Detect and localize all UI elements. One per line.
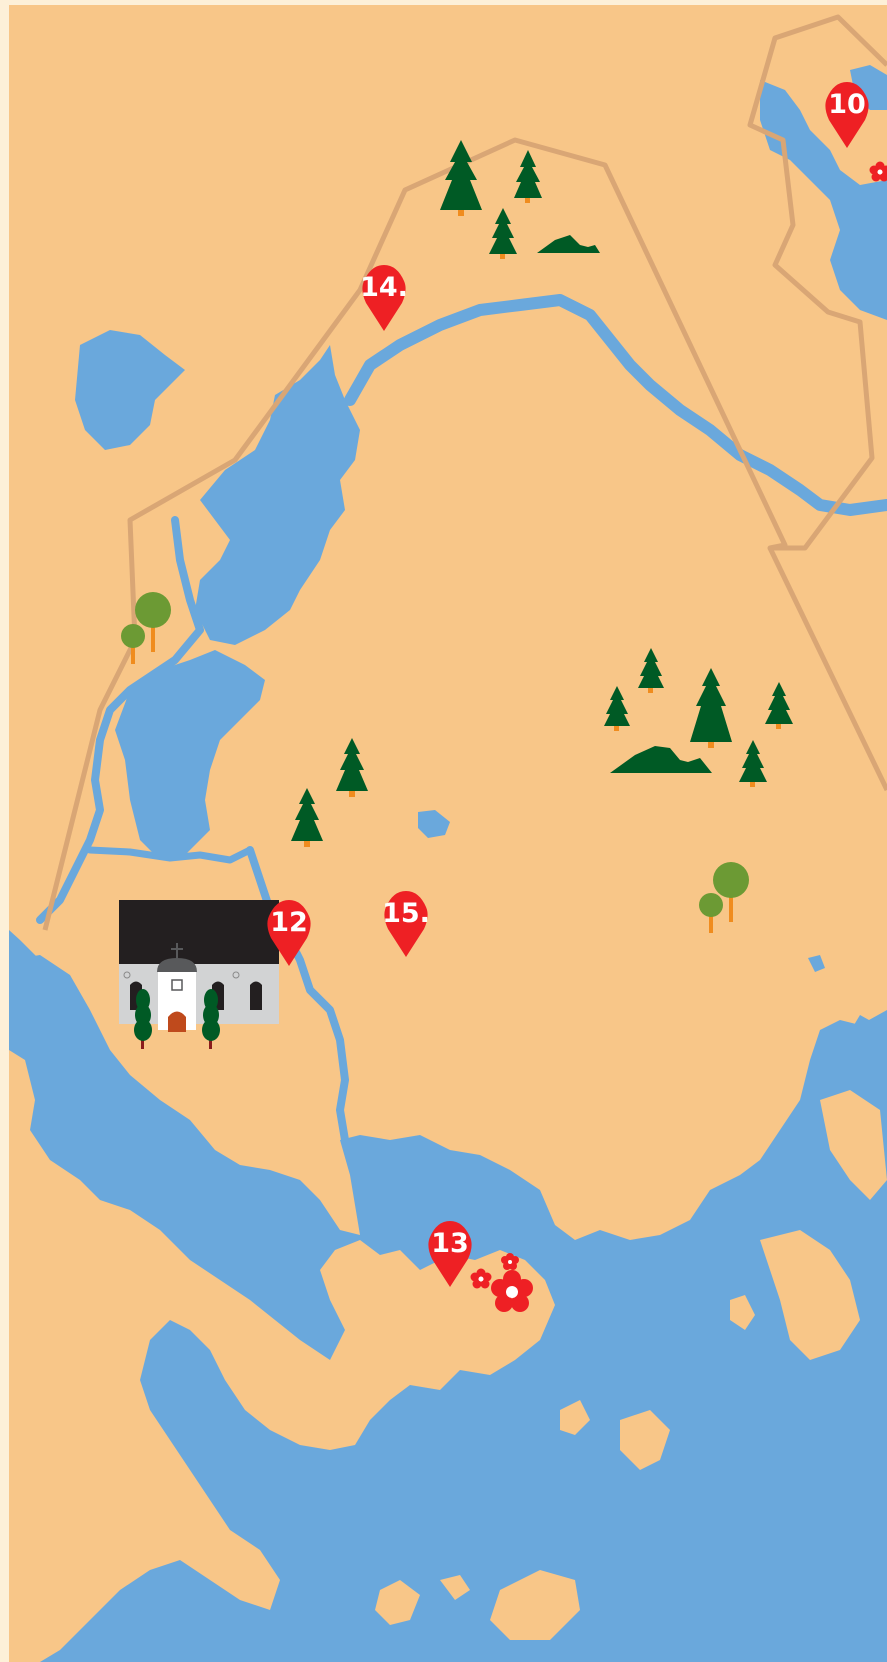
region-border-east [767, 546, 887, 792]
island [440, 1575, 470, 1600]
island [730, 1295, 755, 1330]
map-marker-12[interactable]: 12 [267, 900, 311, 966]
river-west [36, 516, 204, 924]
island [820, 1090, 887, 1200]
marker-label: 14. [360, 272, 408, 303]
lake-central-west [195, 345, 360, 645]
marker-label: 12 [270, 907, 308, 938]
island [9, 1495, 40, 1540]
map-marker-15[interactable]: 15. [382, 891, 430, 957]
hill-icon [610, 746, 712, 773]
small-lake [418, 810, 450, 838]
map-marker-13[interactable]: 13 [428, 1221, 472, 1287]
lake-west [115, 650, 265, 860]
island [760, 1230, 860, 1360]
deciduous-tree-icon [121, 592, 749, 933]
conifer-tree-icon [291, 140, 793, 847]
flower-icon [470, 161, 887, 1312]
church-icon [119, 900, 279, 1049]
river-west-lower [86, 846, 254, 864]
region-border [42, 14, 887, 931]
lake-northwest [75, 330, 185, 450]
island [375, 1580, 420, 1625]
south-coast-land [9, 1050, 555, 1662]
hill-icon [537, 235, 600, 253]
island [620, 1410, 670, 1470]
marker-label: 10 [828, 89, 866, 120]
river-central [344, 294, 887, 516]
tiny-lake [808, 955, 825, 972]
marker-label: 13 [431, 1228, 469, 1259]
map-marker-14[interactable]: 14. [360, 265, 408, 331]
island [490, 1570, 580, 1640]
island [560, 1400, 590, 1435]
map-marker-10[interactable]: 10 [825, 82, 869, 148]
lake-northeast [760, 80, 887, 320]
marker-label: 15. [382, 898, 430, 929]
map-canvas[interactable]: 10 14. 12 15. 13 [9, 5, 887, 1662]
